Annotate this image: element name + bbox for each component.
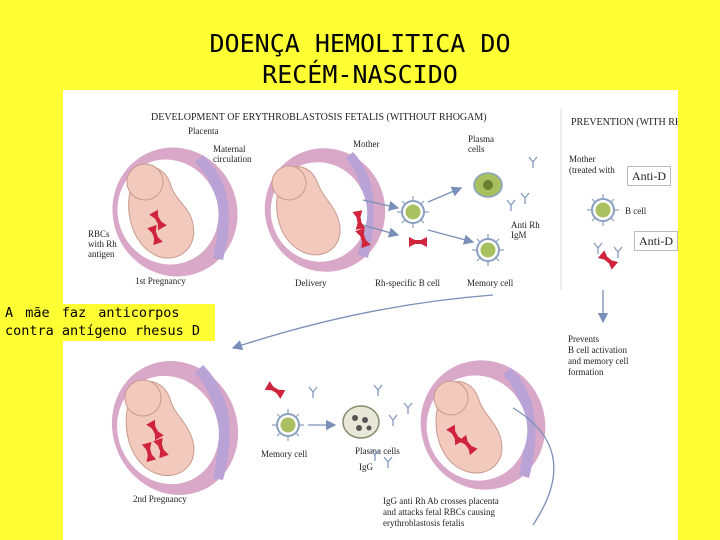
label-prevents-1: Prevents: [568, 334, 599, 344]
heading-right: PREVENTION (WITH RHOGAM): [571, 117, 678, 128]
label-first-pregnancy: 1st Pregnancy: [135, 276, 186, 286]
label-placenta: Placenta: [188, 126, 219, 136]
figure-drawing: DEVELOPMENT OF ERYTHROBLASTOSIS FETALIS …: [88, 108, 678, 528]
erythroblastosis-figure: DEVELOPMENT OF ERYTHROBLASTOSIS FETALIS …: [63, 90, 678, 540]
label-rbcs-1: RBCs: [88, 229, 110, 239]
label-memory-top: Memory cell: [467, 278, 514, 288]
label-second-pregnancy: 2nd Pregnancy: [133, 494, 187, 504]
caption-line-1: A mãe faz anticorpos: [5, 305, 180, 321]
label-mother-treated-1: Mother: [569, 154, 596, 164]
plasma-cell-top: [473, 172, 503, 198]
label-plasma-2: cells: [468, 144, 485, 154]
label-memory-bottom: Memory cell: [261, 449, 308, 459]
anti-d-label-2: Anti-D: [634, 231, 678, 251]
label-igg: IgG: [359, 462, 373, 472]
label-maternal-2: circulation: [213, 154, 252, 164]
label-prevents-3: and memory cell: [568, 356, 629, 366]
label-igg-note-2: and attacks fetal RBCs causing: [383, 507, 495, 517]
label-igg-note-3: erythroblastosis fetalis: [383, 518, 465, 528]
label-anti-rh-1: Anti Rh: [511, 220, 540, 230]
label-igg-note-1: IgG anti Rh Ab crosses placenta: [383, 496, 499, 506]
label-b-cell: B cell: [625, 206, 647, 216]
label-prevents-2: B cell activation: [568, 345, 627, 355]
plasma-cell-bottom: [342, 405, 380, 439]
label-rbcs-3: antigen: [88, 249, 115, 259]
affected-fetus-illustration: [420, 360, 546, 490]
label-mother: Mother: [353, 139, 380, 149]
label-rh-specific: Rh-specific B cell: [375, 278, 440, 288]
first-pregnancy-illustration: [112, 147, 238, 277]
heading-left: DEVELOPMENT OF ERYTHROBLASTOSIS FETALIS …: [151, 112, 487, 123]
label-plasma-1: Plasma: [468, 134, 494, 144]
label-anti-rh-2: IgM: [511, 230, 527, 240]
label-maternal-1: Maternal: [213, 144, 246, 154]
caption-box: A mãe faz anticorpos contra antígeno rhe…: [5, 304, 215, 341]
slide-title-line-1: DOENÇA HEMOLITICA DO: [209, 29, 511, 58]
label-delivery: Delivery: [295, 278, 327, 288]
anti-d-label-1: Anti-D: [627, 166, 671, 186]
label-mother-treated-2: (treated with: [569, 165, 615, 175]
delivery-illustration: [264, 148, 386, 272]
second-pregnancy-illustration: [111, 361, 239, 495]
slide-title: DOENÇA HEMOLITICA DO RECÉM-NASCIDO: [0, 28, 720, 90]
caption-line-2: contra antígeno rhesus D: [5, 323, 201, 339]
label-prevents-4: formation: [568, 367, 604, 377]
slide-title-line-2: RECÉM-NASCIDO: [262, 60, 458, 89]
label-rbcs-2: with Rh: [88, 239, 117, 249]
